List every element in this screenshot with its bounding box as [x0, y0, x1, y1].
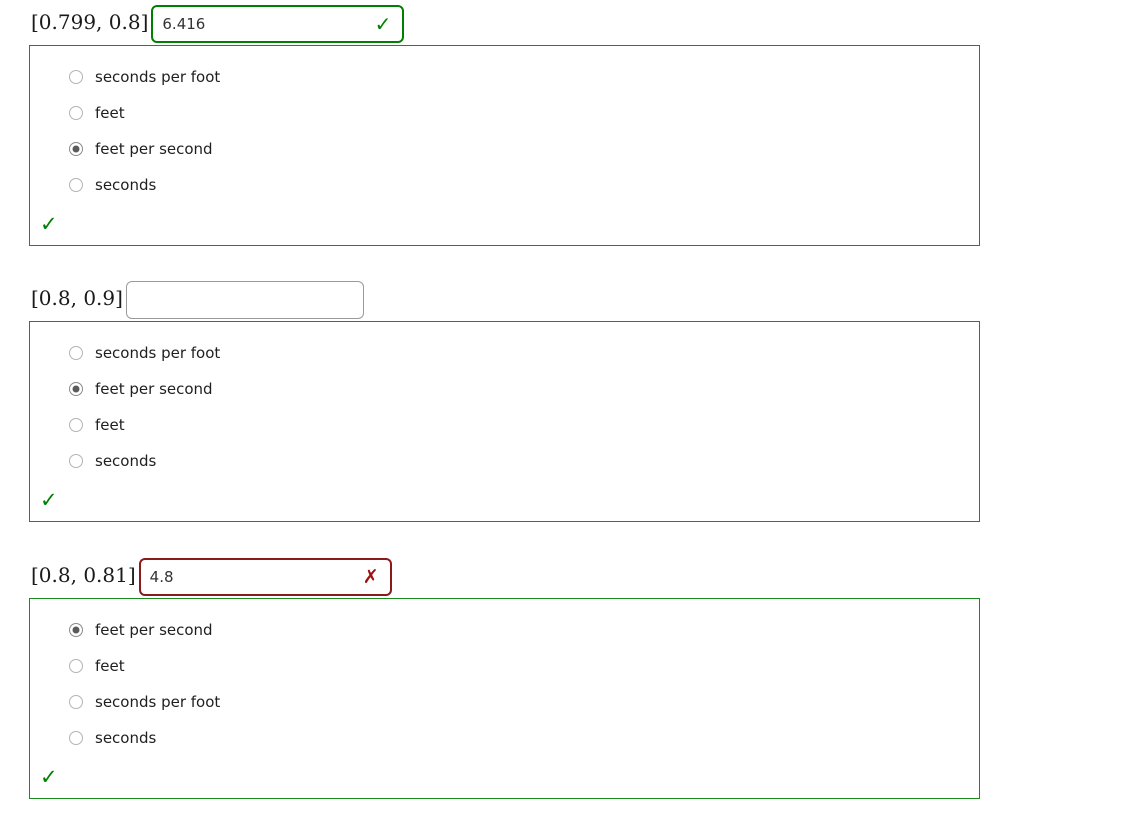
radio-button[interactable] [69, 106, 83, 120]
options-box-footer: ✓ [30, 203, 979, 245]
radio-button[interactable] [69, 659, 83, 673]
question-block: [0.799, 0.8] 6.416 ✓ seconds per foot fe… [0, 5, 1146, 246]
radio-button[interactable] [69, 346, 83, 360]
options-box: seconds per foot feet feet per second se… [29, 45, 980, 246]
answer-input[interactable]: 6.416 ✓ [151, 5, 405, 43]
option-label: feet per second [95, 139, 213, 158]
interval-label: [0.8, 0.81] [31, 563, 136, 587]
option-row[interactable]: feet [30, 648, 979, 684]
question-block: [0.8, 0.81] 4.8 ✗ feet per second feet s… [0, 558, 1146, 799]
check-icon: ✓ [40, 764, 58, 789]
interval-label: [0.8, 0.9] [31, 286, 123, 310]
radio-button[interactable] [69, 731, 83, 745]
option-label: seconds [95, 728, 157, 747]
option-row[interactable]: seconds [30, 443, 979, 479]
answer-row: [0.8, 0.81] 4.8 ✗ [0, 558, 1146, 598]
option-row[interactable]: feet [30, 95, 979, 131]
option-label: seconds per foot [95, 343, 221, 362]
option-row[interactable]: feet per second [30, 131, 979, 167]
option-row[interactable]: feet [30, 407, 979, 443]
answer-row: [0.8, 0.9] [0, 281, 1146, 321]
cross-icon: ✗ [362, 565, 379, 588]
options-box: seconds per foot feet per second feet se… [29, 321, 980, 522]
radio-button-selected[interactable] [69, 142, 83, 156]
radio-button-selected[interactable] [69, 623, 83, 637]
answer-input-value: 4.8 [149, 569, 174, 585]
options-box-footer: ✓ [30, 479, 979, 521]
radio-button[interactable] [69, 454, 83, 468]
radio-button[interactable] [69, 695, 83, 709]
option-row[interactable]: feet per second [30, 371, 979, 407]
answer-row: [0.799, 0.8] 6.416 ✓ [0, 5, 1146, 45]
option-label: seconds per foot [95, 67, 221, 86]
check-icon: ✓ [40, 487, 58, 512]
option-row[interactable]: seconds per foot [30, 335, 979, 371]
option-row[interactable]: seconds [30, 167, 979, 203]
option-row[interactable]: feet per second [30, 612, 979, 648]
check-icon: ✓ [40, 211, 58, 236]
option-label: feet [95, 103, 125, 122]
radio-button[interactable] [69, 418, 83, 432]
option-label: seconds per foot [95, 692, 221, 711]
interval-label: [0.799, 0.8] [31, 10, 149, 34]
option-label: seconds [95, 451, 157, 470]
option-label: feet [95, 415, 125, 434]
answer-input[interactable] [125, 281, 364, 319]
radio-button[interactable] [69, 70, 83, 84]
check-icon: ✓ [374, 12, 392, 36]
options-box-footer: ✓ [30, 756, 979, 798]
question-block: [0.8, 0.9] seconds per foot feet per sec… [0, 281, 1146, 522]
radio-button-selected[interactable] [69, 382, 83, 396]
option-label: feet [95, 656, 125, 675]
option-row[interactable]: seconds per foot [30, 684, 979, 720]
option-row[interactable]: seconds [30, 720, 979, 756]
answer-input-value: 6.416 [162, 16, 206, 32]
option-row[interactable]: seconds per foot [30, 59, 979, 95]
options-box: feet per second feet seconds per foot se… [29, 598, 980, 799]
radio-button[interactable] [69, 178, 83, 192]
option-label: feet per second [95, 379, 213, 398]
option-label: feet per second [95, 620, 213, 639]
option-label: seconds [95, 175, 157, 194]
answer-input[interactable]: 4.8 ✗ [138, 558, 392, 596]
